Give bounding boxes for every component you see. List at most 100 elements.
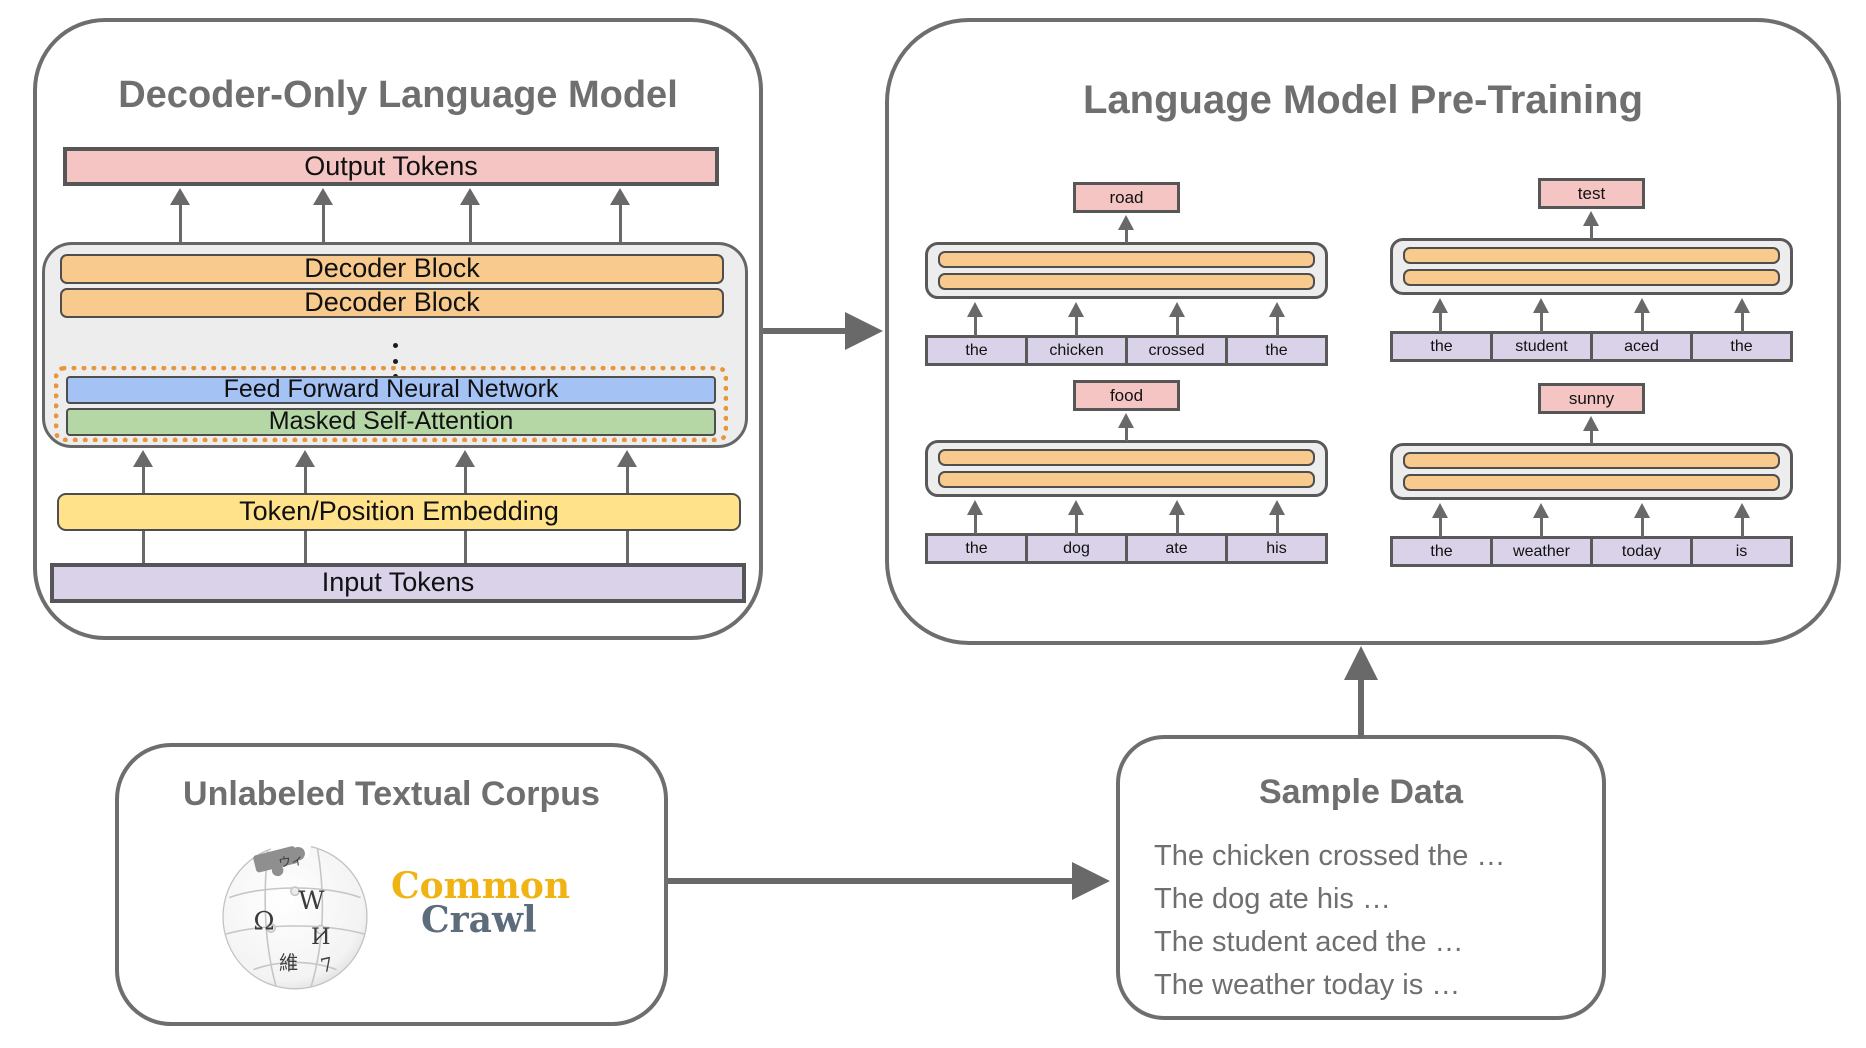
up-arrow	[1634, 503, 1650, 537]
decoder-panel-title: Decoder-Only Language Model	[118, 74, 678, 116]
token-cell: his	[1228, 536, 1325, 561]
input-embedding-line	[141, 531, 145, 563]
up-arrow	[1269, 500, 1285, 534]
up-arrow	[1118, 413, 1134, 441]
feed-forward-bar: Feed Forward Neural Network	[66, 376, 716, 404]
wikipedia-glyph: И	[311, 924, 331, 950]
up-arrow	[295, 450, 315, 493]
mini-decoder-bar	[1403, 269, 1780, 286]
decoder-block-bar: Decoder Block	[60, 288, 724, 318]
up-arrow	[1118, 215, 1134, 243]
input-embedding-line	[463, 531, 467, 563]
mini-decoder-bar	[1403, 474, 1780, 491]
puzzle-seams	[224, 847, 366, 988]
up-arrow	[967, 302, 983, 336]
sample-data-panel: Sample Data The chicken crossed the … Th…	[1116, 735, 1606, 1020]
up-arrow	[1269, 302, 1285, 336]
input-tokens-bar: Input Tokens	[50, 563, 746, 603]
wikipedia-glyph: ウィ	[277, 853, 304, 871]
mini-decoder-stack	[925, 440, 1328, 497]
token-position-embedding-bar: Token/Position Embedding	[57, 493, 741, 531]
token-cell: the	[928, 338, 1028, 363]
up-arrow	[460, 188, 480, 242]
up-arrow	[1634, 298, 1650, 332]
mini-decoder-stack	[1390, 238, 1793, 295]
up-arrow	[133, 450, 153, 493]
corpus-panel-title: Unlabeled Textual Corpus	[183, 775, 600, 813]
mini-decoder-bar	[938, 449, 1315, 466]
mini-decoder-bar	[938, 471, 1315, 488]
wikipedia-glyph: 維	[279, 952, 298, 975]
token-cell: today	[1593, 539, 1693, 564]
up-arrow	[313, 188, 333, 242]
up-arrow	[1068, 302, 1084, 336]
up-arrow	[1583, 416, 1599, 444]
token-cell: crossed	[1128, 338, 1228, 363]
up-arrow	[617, 450, 637, 493]
wikipedia-glyph: W	[298, 886, 325, 916]
up-arrow	[1533, 503, 1549, 537]
stack-ellipsis-dot	[392, 358, 398, 364]
sample-lines: The chicken crossed the … The dog ate hi…	[1154, 835, 1505, 1007]
sample-line: The student aced the …	[1154, 926, 1464, 958]
output-tokens-bar: Output Tokens	[63, 147, 719, 186]
up-arrow	[1169, 302, 1185, 336]
decoder-stack-container: Decoder Block Decoder Block Feed Forward…	[42, 242, 748, 448]
token-cell: the	[1393, 334, 1493, 359]
up-arrow	[1734, 298, 1750, 332]
sample-line: The chicken crossed the …	[1154, 840, 1506, 872]
decoder-block-detail-outline: Feed Forward Neural Network Masked Self-…	[54, 366, 728, 442]
predicted-token-box: sunny	[1538, 383, 1645, 414]
token-cell: ate	[1128, 536, 1228, 561]
sample-line: The weather today is …	[1154, 969, 1461, 1001]
common-crawl-word-crawl: Crawl	[421, 899, 537, 941]
stack-ellipsis-dot	[392, 343, 398, 348]
up-arrow	[1068, 500, 1084, 534]
up-arrow	[1583, 211, 1599, 239]
common-crawl-word-common: Common	[391, 865, 571, 907]
up-arrow	[1432, 298, 1448, 332]
up-arrow	[170, 188, 190, 242]
token-cell: aced	[1593, 334, 1693, 359]
mini-decoder-bar	[938, 273, 1315, 290]
masked-self-attention-bar: Masked Self-Attention	[66, 408, 716, 436]
token-cell: the	[928, 536, 1028, 561]
input-embedding-line	[303, 531, 307, 563]
pretraining-panel-title: Language Model Pre-Training	[1082, 78, 1644, 122]
token-cell: the	[1393, 539, 1493, 564]
corpus-panel: Unlabeled Textual Corpus	[115, 743, 668, 1026]
token-cell: chicken	[1028, 338, 1128, 363]
up-arrow	[967, 500, 983, 534]
token-cell: the	[1228, 338, 1325, 363]
predicted-token-box: road	[1073, 182, 1180, 213]
up-arrow	[455, 450, 475, 493]
up-arrow	[1734, 503, 1750, 537]
decoder-model-panel: Decoder-Only Language Model Output Token…	[33, 18, 763, 640]
mini-decoder-bar	[1403, 452, 1780, 469]
up-arrow	[1533, 298, 1549, 332]
up-arrow	[610, 188, 630, 242]
mini-decoder-stack	[925, 242, 1328, 299]
sample-panel-title: Sample Data	[1258, 773, 1464, 811]
up-arrow	[1169, 500, 1185, 534]
token-cell: dog	[1028, 536, 1128, 561]
token-cell: weather	[1493, 539, 1593, 564]
mini-decoder-stack	[1390, 443, 1793, 500]
up-arrow	[1432, 503, 1448, 537]
gray-puzzle-piece	[253, 846, 305, 877]
token-cell: student	[1493, 334, 1593, 359]
decoder-block-bar: Decoder Block	[60, 254, 724, 284]
token-cell: the	[1693, 334, 1790, 359]
sample-line: The dog ate his …	[1154, 883, 1391, 915]
mini-decoder-bar	[938, 251, 1315, 268]
